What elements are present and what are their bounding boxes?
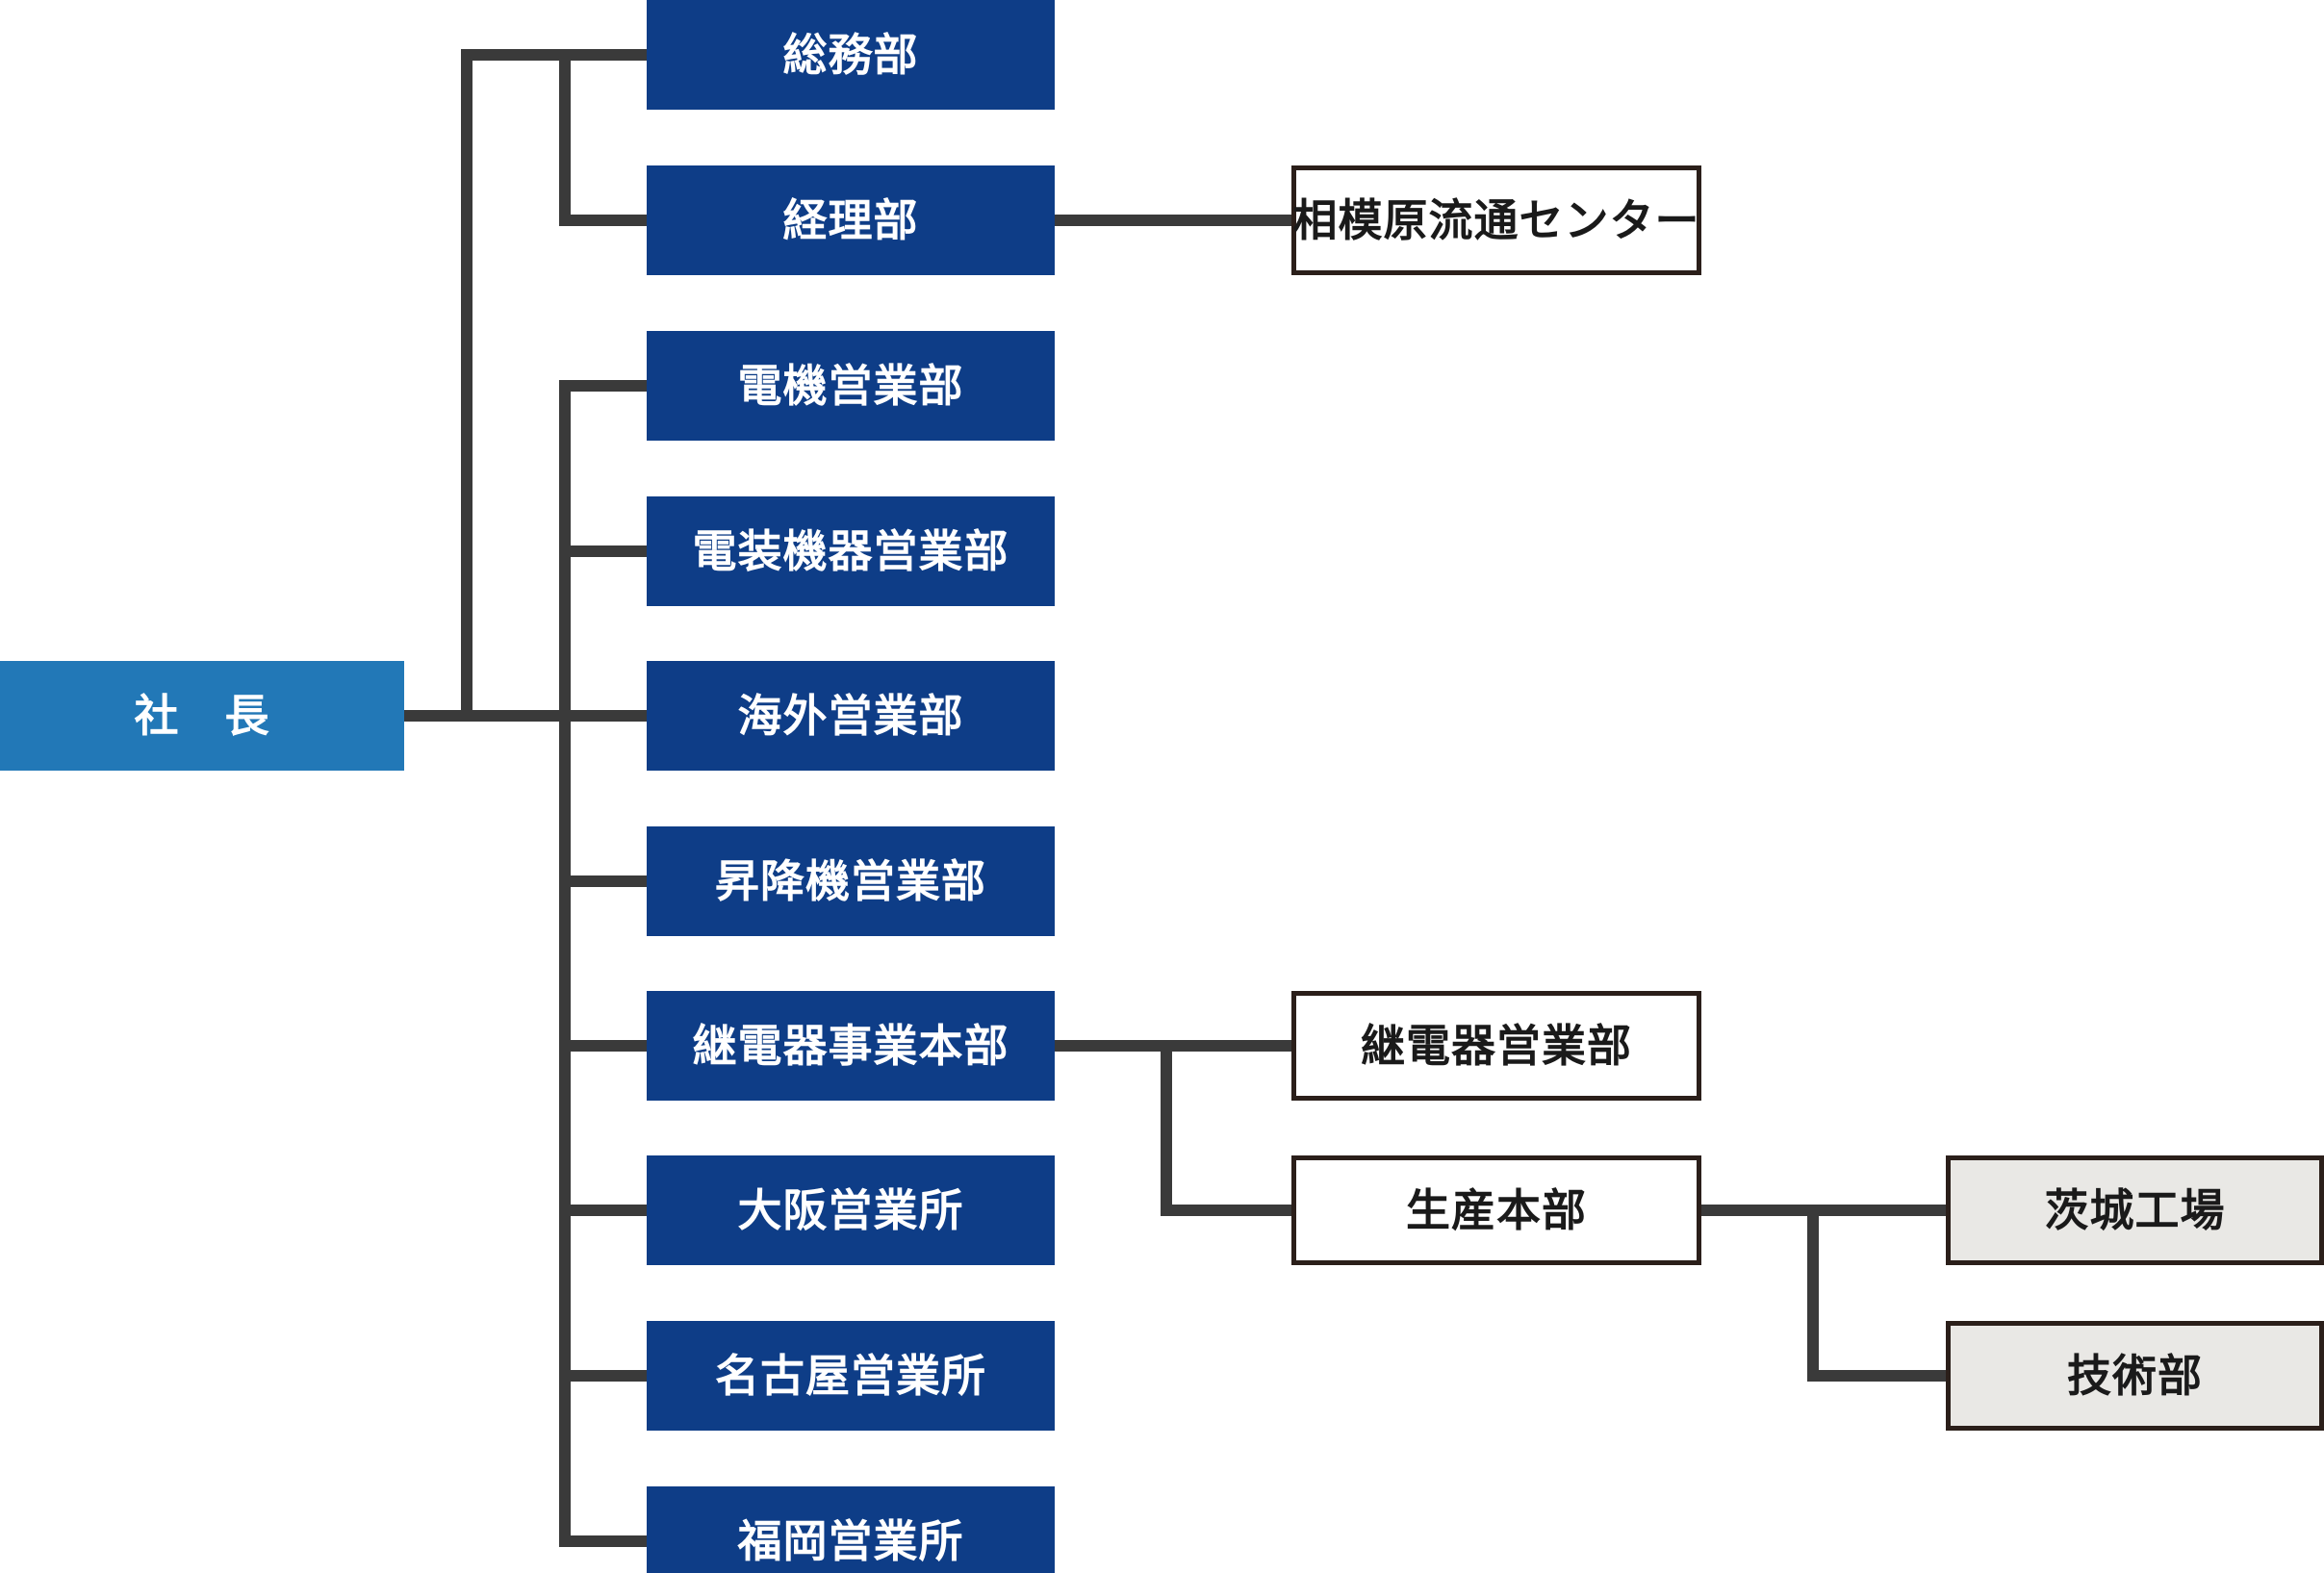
connector-stub-nagoya — [559, 1370, 647, 1382]
connector-stub-elevator — [559, 875, 647, 887]
node-fukuoka-sales-office: 福岡営業所 — [647, 1486, 1055, 1573]
node-overseas-sales-dept: 海外営業部 — [647, 661, 1055, 771]
node-relay-sales-dept: 継電器営業部 — [1291, 991, 1701, 1101]
connector-stub-production-hq — [1161, 1205, 1291, 1216]
connector-trunk-lower — [559, 380, 571, 1547]
connector-relay-division-relay-sales — [1055, 1040, 1291, 1052]
connector-drop-accounting — [559, 49, 571, 226]
node-accounting-dept: 経理部 — [647, 165, 1055, 275]
node-osaka-sales-office: 大阪営業所 — [647, 1155, 1055, 1265]
node-ibaraki-factory: 茨城工場 — [1946, 1155, 2324, 1265]
node-relay-business-division: 継電器事業本部 — [647, 991, 1055, 1101]
connector-drop-production-hq — [1161, 1040, 1172, 1216]
node-nagoya-sales-office: 名古屋営業所 — [647, 1321, 1055, 1431]
connector-drop-engineering — [1807, 1205, 1819, 1382]
connector-stub-accounting — [559, 215, 647, 226]
connector-stub-general-affairs — [461, 49, 647, 61]
node-electric-machinery-sales-dept: 電機営業部 — [647, 331, 1055, 441]
connector-stub-overseas — [559, 710, 647, 722]
connector-stub-electrical-equipment — [559, 545, 647, 557]
node-elevator-sales-dept: 昇降機営業部 — [647, 826, 1055, 936]
connector-president-main — [404, 710, 571, 722]
node-general-affairs-dept: 総務部 — [647, 0, 1055, 110]
connector-stub-fukuoka — [559, 1535, 647, 1547]
connector-stub-engineering — [1807, 1370, 1946, 1382]
node-president: 社 長 — [0, 661, 404, 771]
connector-production-ibaraki — [1701, 1205, 1946, 1216]
connector-trunk-upper — [461, 49, 472, 722]
node-engineering-dept: 技術部 — [1946, 1321, 2324, 1431]
connector-stub-osaka — [559, 1205, 647, 1216]
connector-stub-relay-division — [559, 1040, 647, 1052]
node-sagamihara-distribution-center: 相模原流通センター — [1291, 165, 1701, 275]
connector-stub-electric-machinery — [559, 380, 647, 392]
node-electrical-equipment-sales-dept: 電装機器営業部 — [647, 496, 1055, 606]
connector-accounting-sagamihara — [1055, 215, 1291, 226]
node-production-hq: 生産本部 — [1291, 1155, 1701, 1265]
